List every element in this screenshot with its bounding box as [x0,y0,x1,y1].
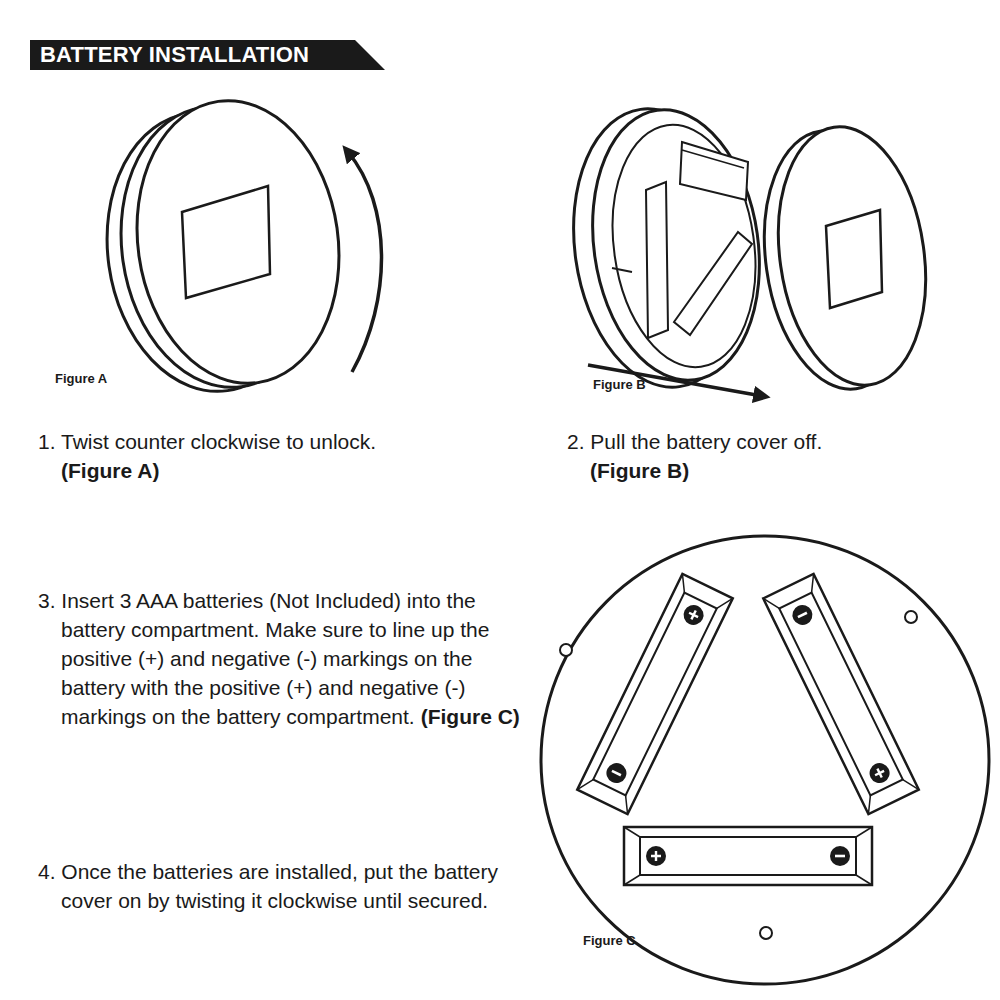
instruction-step: 1. Twist counter clockwise to unlock. (Fi… [38,427,541,485]
figure-reference: (Figure B) [590,456,995,485]
title: BATTERY INSTALLATION [40,42,309,68]
instruction-text: 4. Once the batteries are installed, put… [38,860,498,912]
figure-label: Figure C [583,933,636,948]
figure-a-disk [89,87,356,404]
battery-compartment [541,536,989,984]
instruction-step: 2. Pull the battery cover off. (Figure B) [567,427,995,485]
pull-arrow [588,365,762,396]
battery-cover [749,117,942,399]
figure-b-housing [556,98,776,399]
instruction-step: 3. Insert 3 AAA batteries (Not Included)… [38,586,531,731]
figure-reference: (Figure C) [421,705,520,728]
instruction-step: 4. Once the batteries are installed, put… [38,857,541,915]
instruction-text: 1. Twist counter clockwise to unlock. [38,430,376,453]
figure-reference: (Figure A) [61,456,541,485]
figure-label: Figure B [593,377,646,392]
instruction-text: 2. Pull the battery cover off. [567,430,822,453]
figure-label: Figure A [55,371,107,386]
battery-slot [577,574,733,814]
twist-arrow [348,152,382,372]
title-banner [30,40,385,70]
battery-slot [763,574,919,814]
battery-slot [624,827,872,885]
